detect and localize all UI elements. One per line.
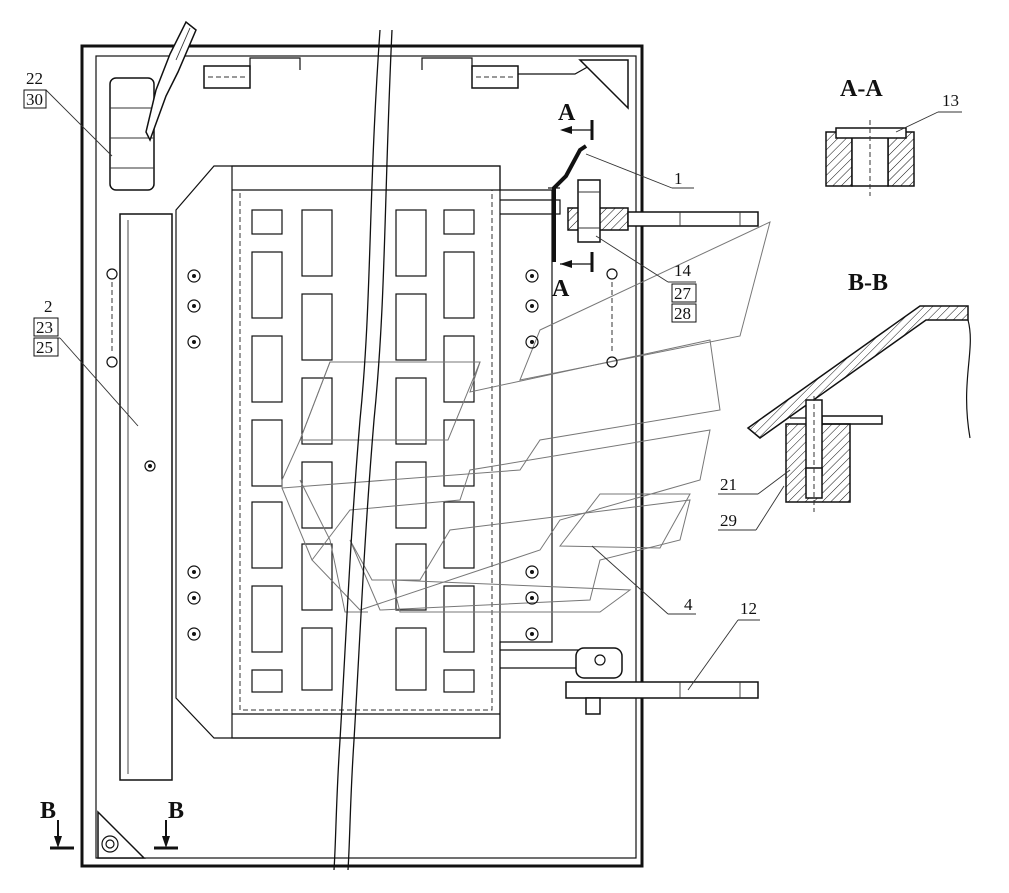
lower-hinge — [500, 647, 759, 715]
callout-29: 29 — [720, 511, 737, 530]
section-aa-title: A-A — [840, 76, 883, 102]
callout-23: 23 — [36, 318, 53, 337]
callout-4: 4 — [684, 595, 693, 614]
callout-12: 12 — [740, 599, 757, 618]
section-bb-title: B-B — [848, 270, 888, 296]
section-mark-a-bottom: A — [552, 276, 570, 302]
callout-box-27 — [671, 283, 697, 303]
callout-27: 27 — [674, 284, 692, 303]
section-aa-detail — [825, 120, 915, 196]
callout-25: 25 — [36, 338, 53, 357]
callout-2: 2 — [44, 297, 53, 316]
section-mark-a-top: A — [558, 100, 576, 126]
callout-30: 30 — [26, 90, 43, 109]
callout-box-25 — [33, 337, 59, 357]
callout-14: 14 — [674, 261, 692, 280]
callout-13: 13 — [942, 91, 959, 110]
callout-box-28 — [671, 303, 697, 323]
opening-grid — [251, 209, 475, 693]
callout-28: 28 — [674, 304, 691, 323]
left-bar — [106, 213, 173, 781]
corner-bracket — [50, 810, 178, 859]
section-mark-b-right: B — [168, 798, 184, 824]
cabinet-frame — [80, 44, 644, 868]
top-hinges — [203, 57, 629, 110]
upper-latch — [500, 120, 759, 272]
callout-box-30 — [23, 89, 47, 109]
mount-holes — [187, 268, 618, 641]
callout-1: 1 — [674, 169, 683, 188]
break-line — [333, 29, 393, 871]
section-bb-detail — [746, 305, 971, 512]
callout-21: 21 — [720, 475, 737, 494]
door-panel — [175, 165, 553, 739]
door-open-phantoms — [281, 221, 771, 613]
leader-lines — [24, 89, 962, 691]
callout-22: 22 — [26, 69, 43, 88]
section-mark-b-left: B — [40, 798, 56, 824]
torch-assembly — [109, 20, 197, 191]
callout-box-23 — [33, 317, 59, 337]
